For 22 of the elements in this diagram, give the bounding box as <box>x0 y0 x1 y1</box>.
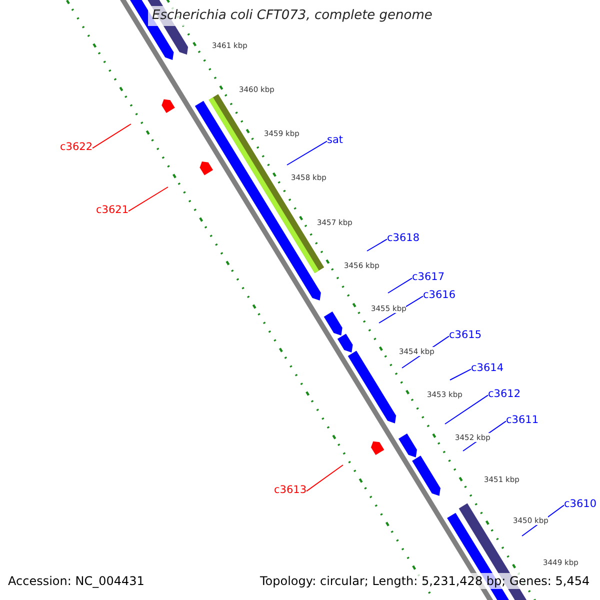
gene-label: c3621 <box>96 204 128 216</box>
gene-label: c3614 <box>471 362 504 374</box>
genome-info-text: Topology: circular; Length: 5,231,428 bp; Genes: 5,454 <box>258 573 592 589</box>
gene-label: c3615 <box>449 329 482 341</box>
leader-line <box>366 238 388 252</box>
gene-label: c3622 <box>60 141 92 153</box>
leader-line <box>306 464 344 492</box>
leader-line <box>450 368 472 380</box>
leader-line <box>388 278 412 294</box>
leader-line <box>444 394 488 424</box>
gene-label: c3617 <box>412 271 444 283</box>
gene-label: c3616 <box>423 289 456 301</box>
gene-label: c3611 <box>506 414 538 426</box>
gene-label: sat <box>327 134 344 146</box>
leader-line <box>286 140 328 166</box>
gene-label: c3618 <box>387 232 420 244</box>
gene-label: c3610 <box>564 498 596 510</box>
accession-text: Accession: NC_004431 <box>8 573 144 589</box>
gene-label: c3613 <box>274 484 306 496</box>
leader-line <box>92 124 132 149</box>
gene-label: c3612 <box>488 388 520 400</box>
leader-line <box>128 186 168 212</box>
